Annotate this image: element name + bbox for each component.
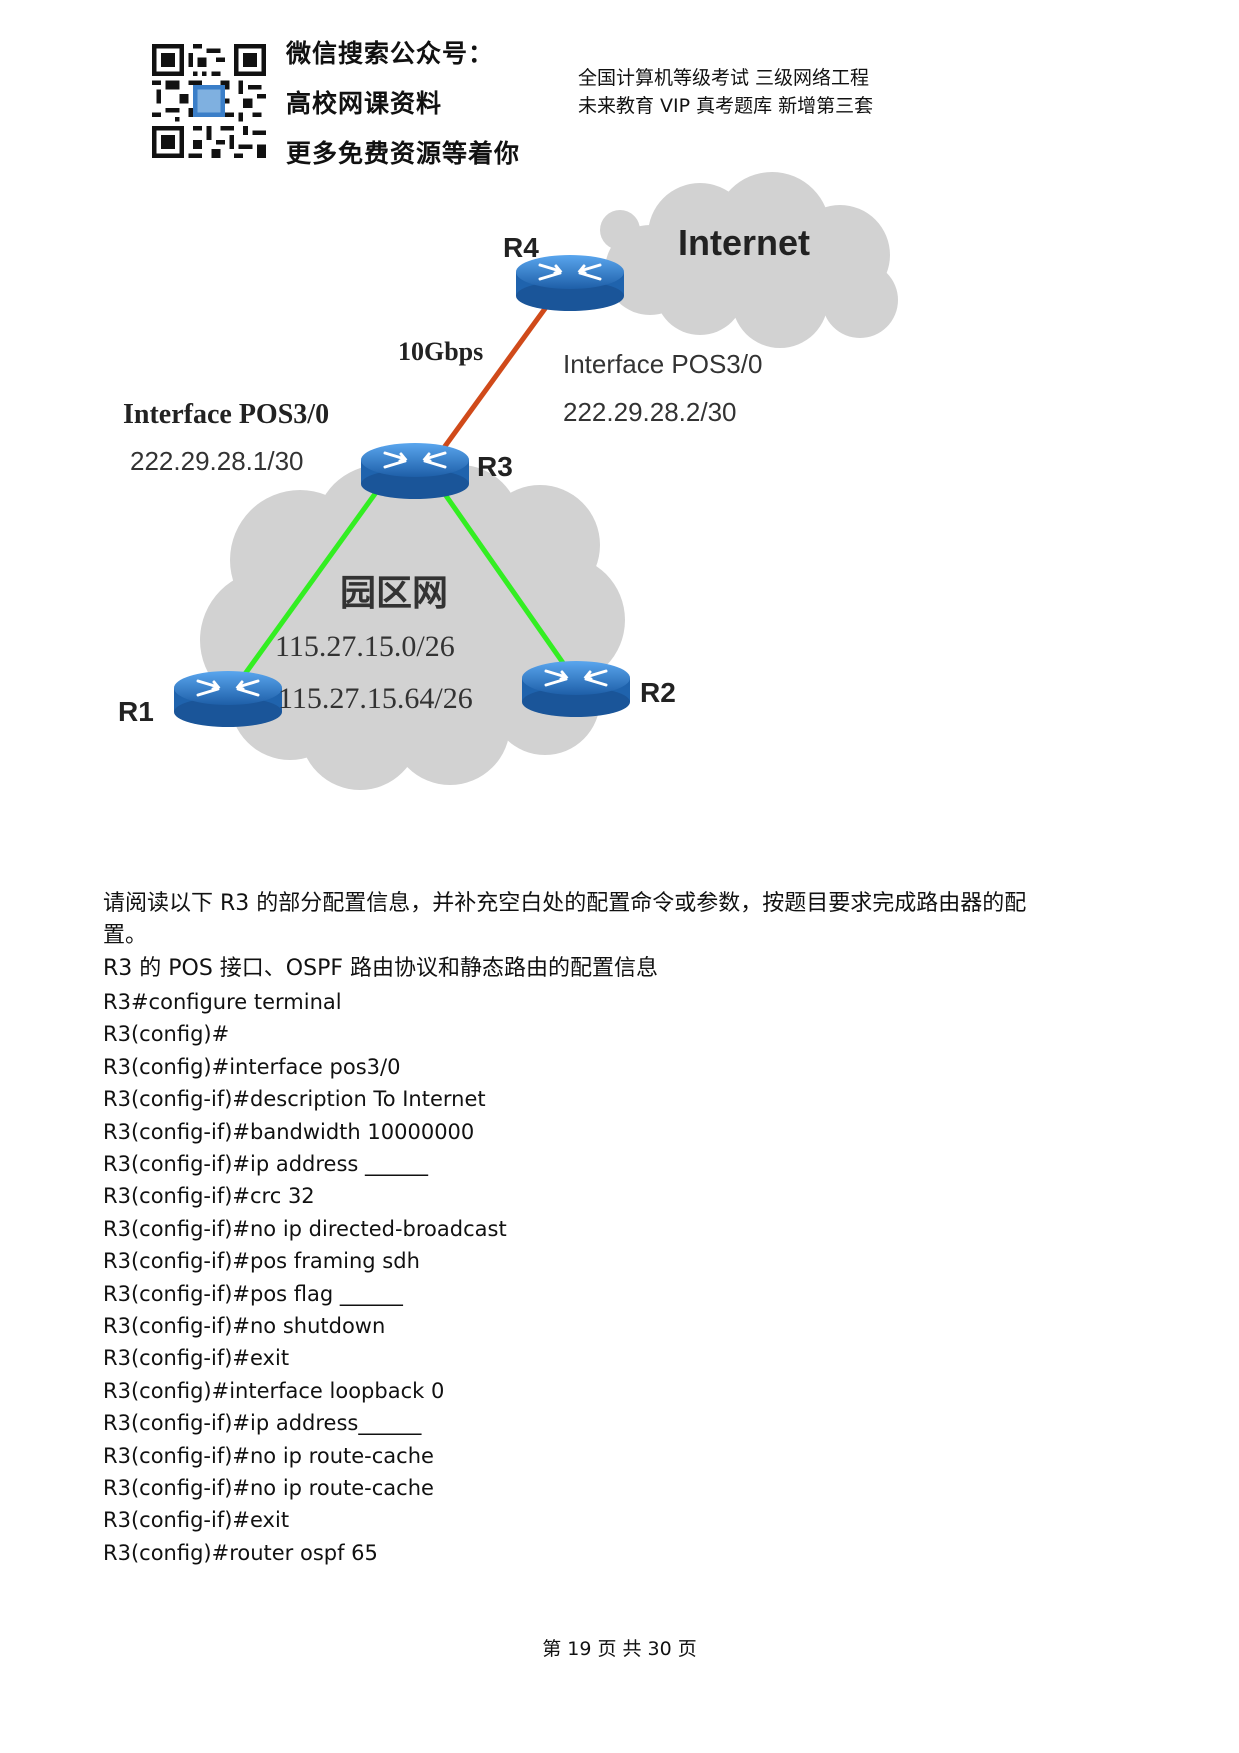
config-line: R3(config-if)#crc 32 xyxy=(103,1184,315,1209)
config-line: R3(config-if)#no ip route-cache xyxy=(103,1443,434,1468)
r3-interface-label: Interface POS3/0 xyxy=(123,399,329,430)
router-r4-label: R4 xyxy=(503,232,539,263)
router-r1-icon xyxy=(172,669,284,729)
exam-title-line-1: 全国计算机等级考试 三级网络工程 xyxy=(578,67,870,89)
instruction-line-1: 请阅读以下 R3 的部分配置信息，并补充空白处的配置命令或参数，按题目要求完成路… xyxy=(103,891,1027,916)
router-r3-label: R3 xyxy=(477,451,513,482)
exam-title-line-2: 未来教育 VIP 真考题库 新增第三套 xyxy=(578,95,874,117)
qr-code-icon xyxy=(152,44,266,158)
wan-link-r3-r4 xyxy=(432,286,563,462)
lan-link-r3-r1 xyxy=(234,478,388,687)
campus-net1-label: 115.27.15.0/26 xyxy=(275,630,455,663)
config-line: R3(config-if)#no shutdown xyxy=(103,1314,386,1338)
config-line: R3(config-if)#bandwidth 10000000 xyxy=(103,1119,475,1144)
router-r2-label: R2 xyxy=(640,677,676,708)
network-diagram: Internet 园区网 R4 R3 R1 R2 10Gbps Interfac… xyxy=(118,172,898,790)
config-line: R3#configure terminal xyxy=(103,990,342,1014)
wechat-line-1: 微信搜索公众号： xyxy=(286,39,495,68)
router-r1-label: R1 xyxy=(118,696,154,727)
config-line: R3(config-if)#no ip directed-broadcast xyxy=(103,1216,507,1241)
config-line: R3(config)#router ospf 65 xyxy=(103,1540,378,1565)
r3-ip-label: 222.29.28.1/30 xyxy=(130,446,304,476)
wechat-line-2: 高校网课资料 xyxy=(286,89,443,118)
r4-ip-label: 222.29.28.2/30 xyxy=(563,397,737,427)
config-line: R3(config-if)#ip address ______ xyxy=(103,1152,429,1176)
router-r4-icon xyxy=(514,253,626,313)
campus-label: 园区网 xyxy=(340,572,448,613)
section-title: R3 的 POS 接口、OSPF 路由协议和静态路由的配置信息 xyxy=(103,956,659,981)
link-speed-label: 10Gbps xyxy=(398,337,483,366)
internet-label: Internet xyxy=(678,222,810,263)
config-line: R3(config-if)#pos flag ______ xyxy=(103,1281,403,1306)
config-line: R3(config)#interface loopback 0 xyxy=(103,1378,445,1403)
config-line: R3(config-if)#exit xyxy=(103,1346,290,1371)
config-line: R3(config-if)#ip address______ xyxy=(103,1411,422,1436)
config-line: R3(config-if)#pos framing sdh xyxy=(103,1249,420,1274)
config-line: R3(config-if)#no ip route-cache xyxy=(103,1476,434,1500)
router-r3-icon xyxy=(359,441,471,501)
page-number: 第 19 页 共 30 页 xyxy=(542,1638,697,1660)
internet-cloud xyxy=(600,172,898,348)
config-line: R3(config-if)#exit xyxy=(103,1508,290,1533)
campus-cloud xyxy=(200,465,625,790)
instruction-line-2: 置。 xyxy=(103,923,148,948)
campus-net2-label: 115.27.15.64/26 xyxy=(278,682,473,715)
router-r2-icon xyxy=(520,659,632,719)
config-line: R3(config)#interface pos3/0 xyxy=(103,1054,401,1079)
config-line: R3(config)# xyxy=(103,1022,230,1047)
config-line: R3(config-if)#description To Internet xyxy=(103,1087,486,1112)
r4-interface-label: Interface POS3/0 xyxy=(563,349,762,379)
wechat-line-3: 更多免费资源等着你 xyxy=(286,139,521,168)
lan-link-r3-r2 xyxy=(432,478,571,672)
